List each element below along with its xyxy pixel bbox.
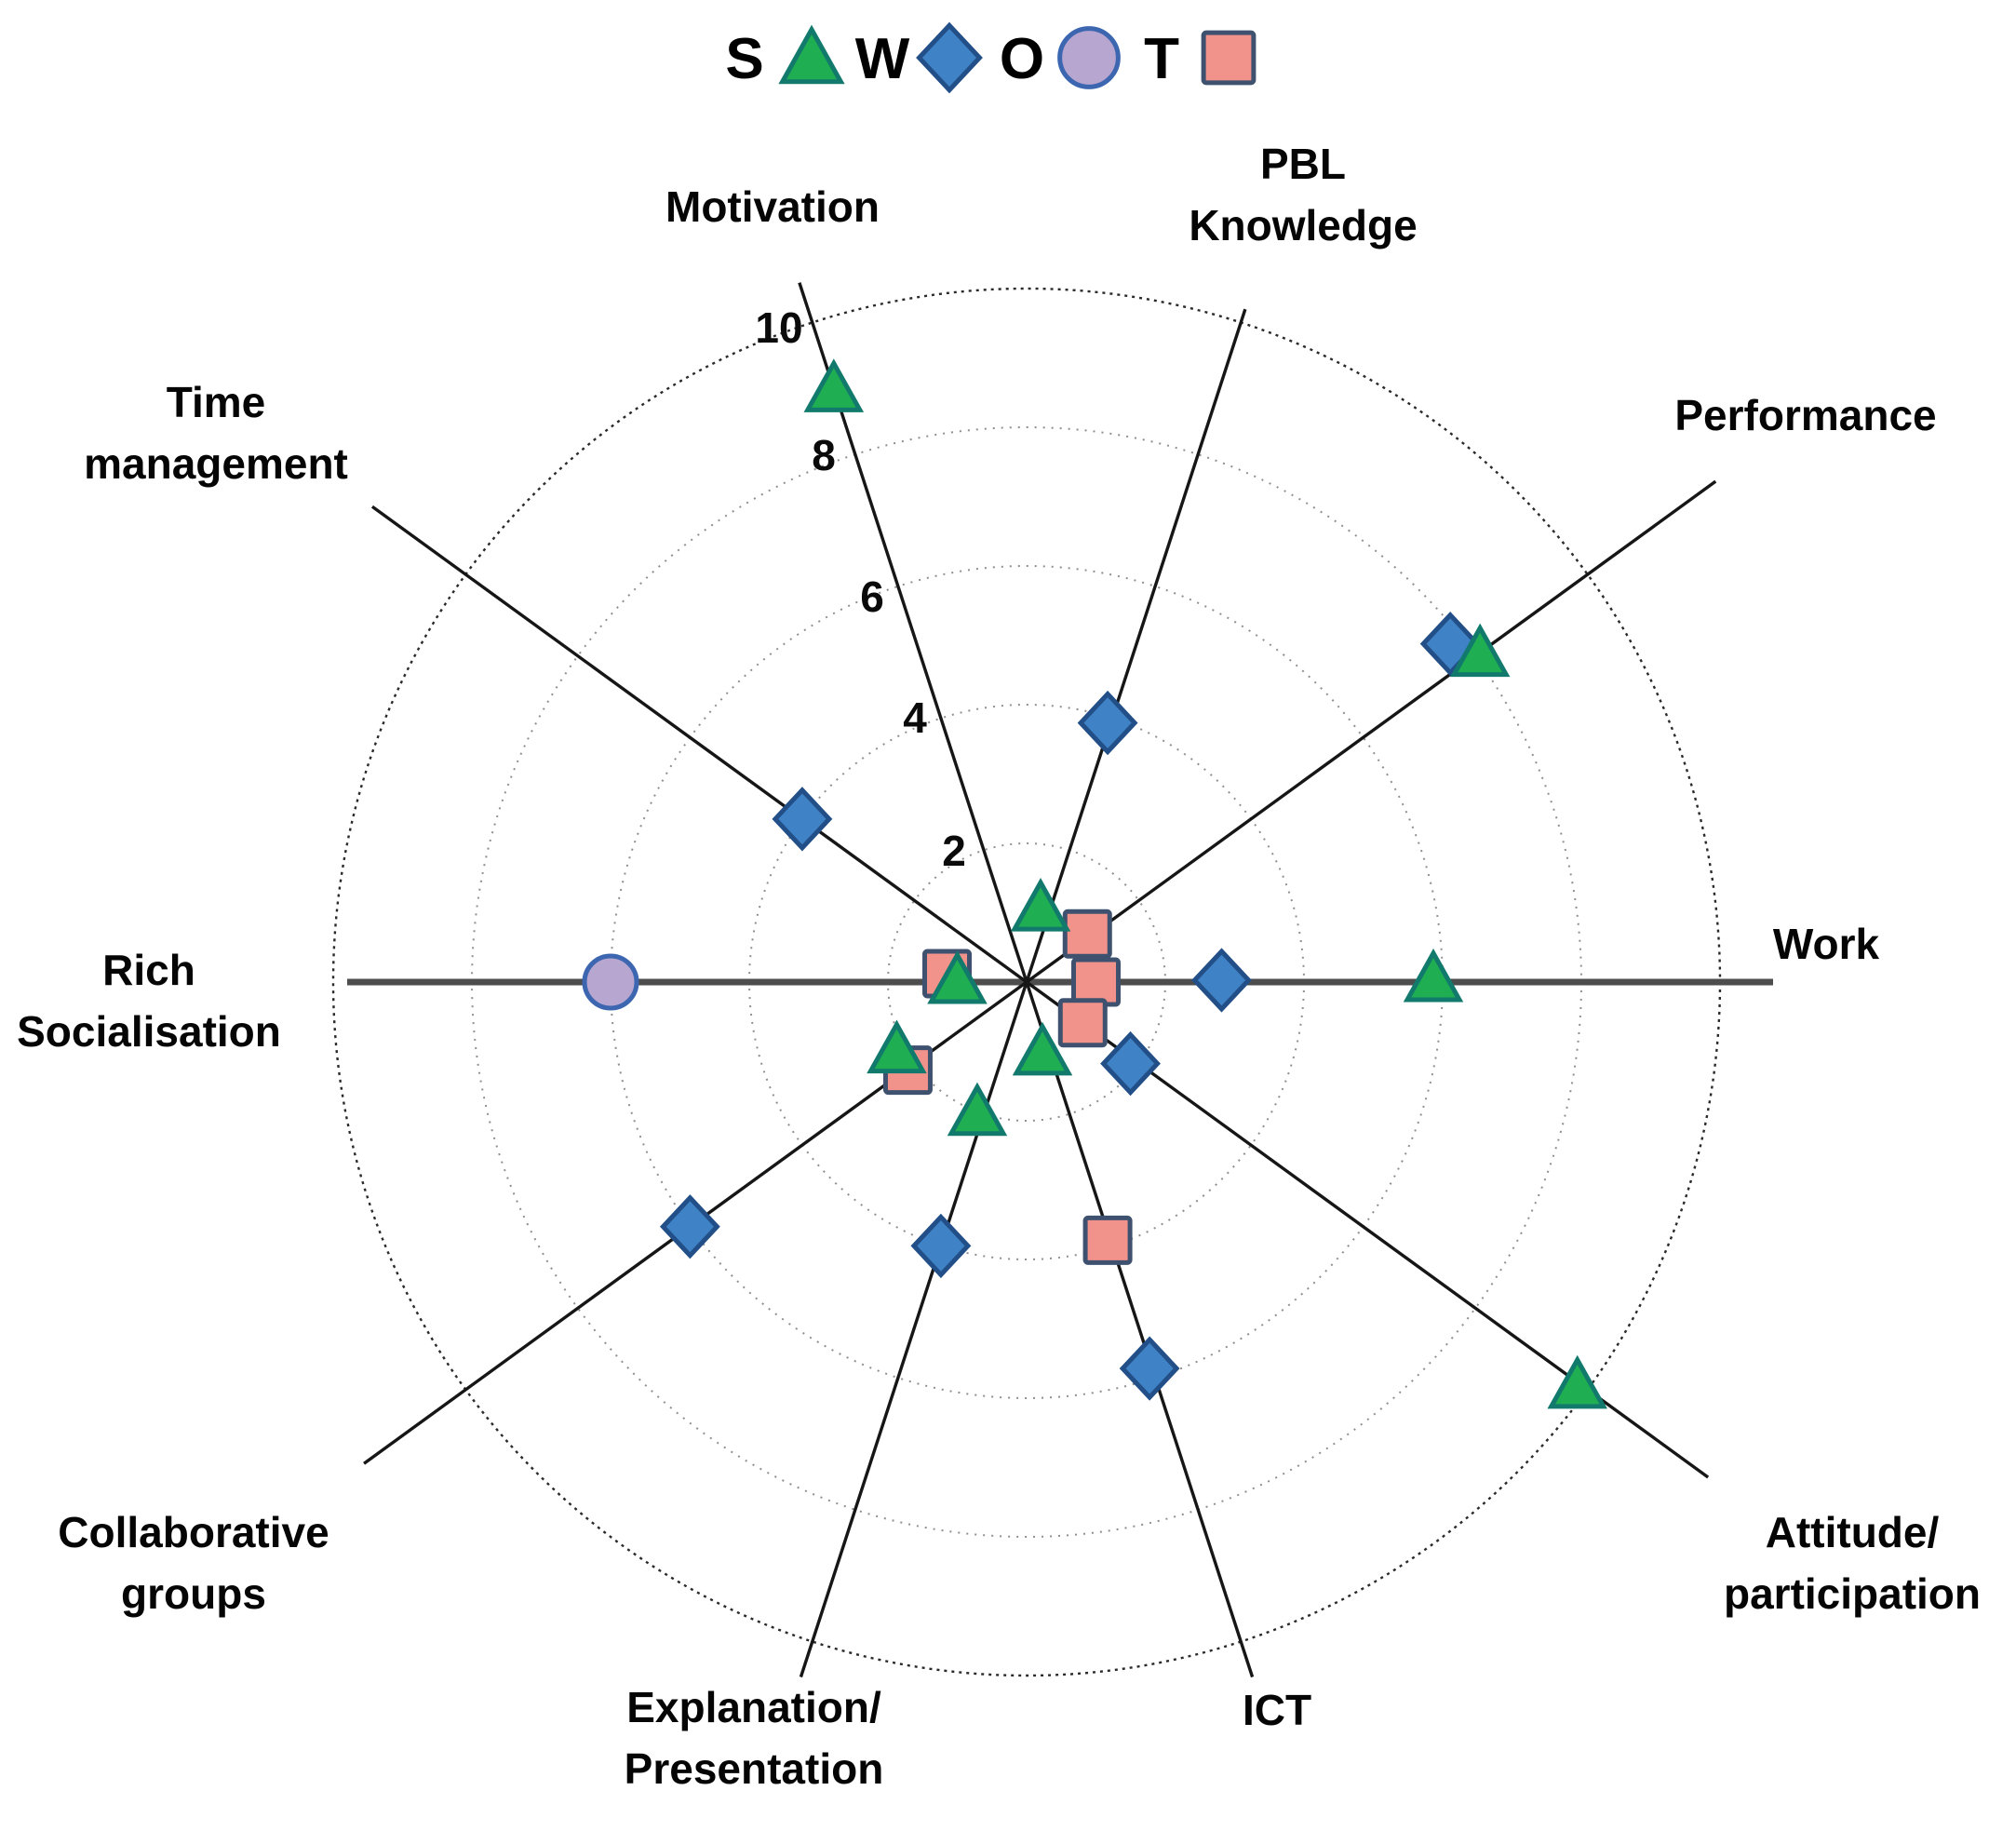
axis-label-explanation-presentation: Explanation/Presentation — [625, 1683, 884, 1793]
radial-tick-4: 4 — [903, 693, 927, 742]
axis-label-ict: ICT — [1243, 1686, 1311, 1734]
axis-label-collaborative-groups: Collaborative groups — [58, 1508, 329, 1618]
data-point-S-pbl-knowledge-1 — [1010, 878, 1071, 932]
data-point-T-performance-1 — [1062, 909, 1112, 959]
data-point-W-attitude-participation-2 — [1100, 1030, 1161, 1097]
axis-label-pbl-knowledge: PBL Knowledge — [1189, 140, 1417, 249]
data-point-S-motivation-9 — [803, 358, 865, 412]
data-point-S-attitude-participation-10 — [1547, 1354, 1607, 1409]
axis-label-time-management: Time management — [84, 378, 348, 488]
axis-line-performance — [1026, 479, 1717, 984]
data-point-W-collaborative-groups-6 — [659, 1194, 720, 1259]
data-point-T-ict-4 — [1082, 1215, 1133, 1265]
axis-label-line: Attitude/ — [1766, 1508, 1940, 1556]
data-point-S-rich-socialisation-1 — [927, 949, 988, 1004]
axis-label-line: Collaborative — [58, 1508, 329, 1556]
data-point-W-pbl-knowledge-4 — [1077, 690, 1138, 756]
axis-line-explanation-presentation — [799, 981, 1028, 1678]
axis-label-motivation: Motivation — [665, 182, 880, 231]
legend-label-S: S — [725, 27, 763, 91]
radial-tick-8: 8 — [812, 431, 836, 479]
legend-square-icon — [1201, 30, 1257, 86]
data-point-S-performance-8 — [1449, 623, 1511, 678]
data-point-T-attitude-participation-1 — [1057, 998, 1108, 1048]
axis-label-line: Performance — [1674, 391, 1936, 439]
legend-label-W: W — [855, 27, 910, 91]
axis-label-line: participation — [1724, 1569, 1981, 1618]
axis-line-ict — [1025, 981, 1255, 1678]
data-point-S-collaborative-groups-2 — [867, 1019, 927, 1074]
legend-label-O: O — [1000, 27, 1044, 91]
axis-label-line: Explanation/ — [626, 1683, 881, 1731]
legend-label-T: T — [1144, 27, 1179, 91]
data-point-W-ict-6 — [1119, 1336, 1180, 1401]
data-point-T-work-1 — [1071, 957, 1121, 1007]
axis-label-work: Work — [1773, 920, 1880, 968]
data-point-W-work-3 — [1191, 948, 1252, 1013]
axis-line-time-management — [370, 505, 1028, 984]
radial-tick-6: 6 — [860, 572, 884, 621]
axis-label-line: Motivation — [665, 182, 880, 231]
axis-label-performance: Performance — [1674, 391, 1936, 439]
legend-circle-icon — [1057, 26, 1121, 89]
legend-diamond-icon — [916, 21, 983, 94]
axis-label-line: PBL — [1260, 140, 1346, 188]
radial-tick-2: 2 — [942, 827, 966, 875]
data-point-O-rich-socialisation-6 — [582, 953, 639, 1011]
axis-label-line: ICT — [1243, 1686, 1311, 1734]
axis-label-line: Presentation — [625, 1744, 884, 1793]
axis-label-attitude-participation: Attitude/participation — [1724, 1508, 1981, 1618]
data-point-S-work-6 — [1403, 948, 1464, 1003]
data-point-W-explanation-presentation-4 — [910, 1213, 972, 1279]
axis-label-line: Work — [1773, 920, 1880, 968]
axis-label-line: Time — [167, 378, 266, 426]
axis-label-line: Socialisation — [17, 1007, 281, 1056]
legend-triangle-icon — [778, 24, 845, 85]
data-point-W-time-management-4 — [772, 787, 833, 852]
axis-line-pbl-knowledge — [1025, 308, 1247, 983]
data-point-S-ict-1 — [1012, 1021, 1073, 1076]
axis-label-line: Rich — [102, 946, 195, 994]
axis-label-line: Knowledge — [1189, 201, 1417, 249]
axis-label-line: groups — [121, 1569, 266, 1618]
data-point-S-explanation-presentation-2 — [947, 1082, 1008, 1137]
radial-tick-10: 10 — [755, 303, 802, 352]
axis-label-line: management — [84, 439, 348, 488]
